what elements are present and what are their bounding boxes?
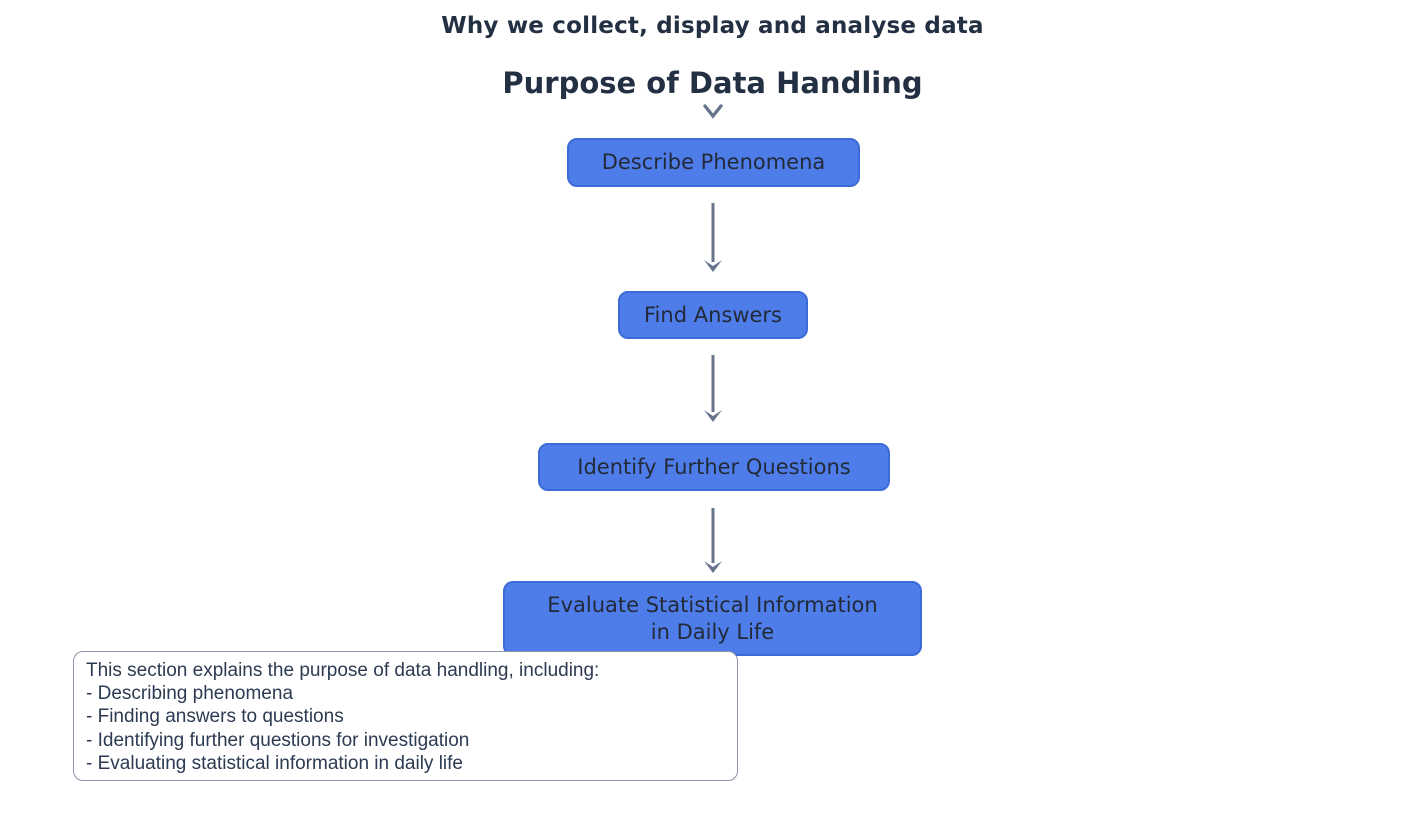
flow-node-evaluate-statistical-information: Evaluate Statistical Information in Dail… [503,581,922,656]
flow-arrow-down-icon [704,203,722,272]
note-bullet-evaluating: - Evaluating statistical information in … [86,752,464,774]
flow-node-identify-further-questions: Identify Further Questions [538,443,890,491]
diagram-title: Purpose of Data Handling [502,66,923,100]
note-intro-line: This section explains the purpose of dat… [86,660,600,681]
flow-arrow-down-icon [704,355,722,422]
note-bullet-describing: - Describing phenomena [86,683,294,705]
flow-node-label: Find Answers [644,302,782,327]
chevron-down-icon [703,104,723,119]
flow-node-describe-phenomena: Describe Phenomena [567,138,860,187]
flow-arrow-down-icon [704,508,722,573]
note-bullet-identifying: - Identifying further questions for inve… [86,729,470,751]
note-bullet-finding: - Finding answers to questions [86,706,344,728]
page-title: Why we collect, display and analyse data [441,13,984,39]
section-note: This section explains the purpose of dat… [73,651,738,781]
flow-node-label: Identify Further Questions [577,454,851,479]
flow-node-label-line-1: Evaluate Statistical Information [547,592,878,617]
flow-node-label: Describe Phenomena [601,150,826,174]
flow-node-label-line-2: in Daily Life [650,619,775,644]
flow-node-find-answers: Find Answers [618,291,808,339]
